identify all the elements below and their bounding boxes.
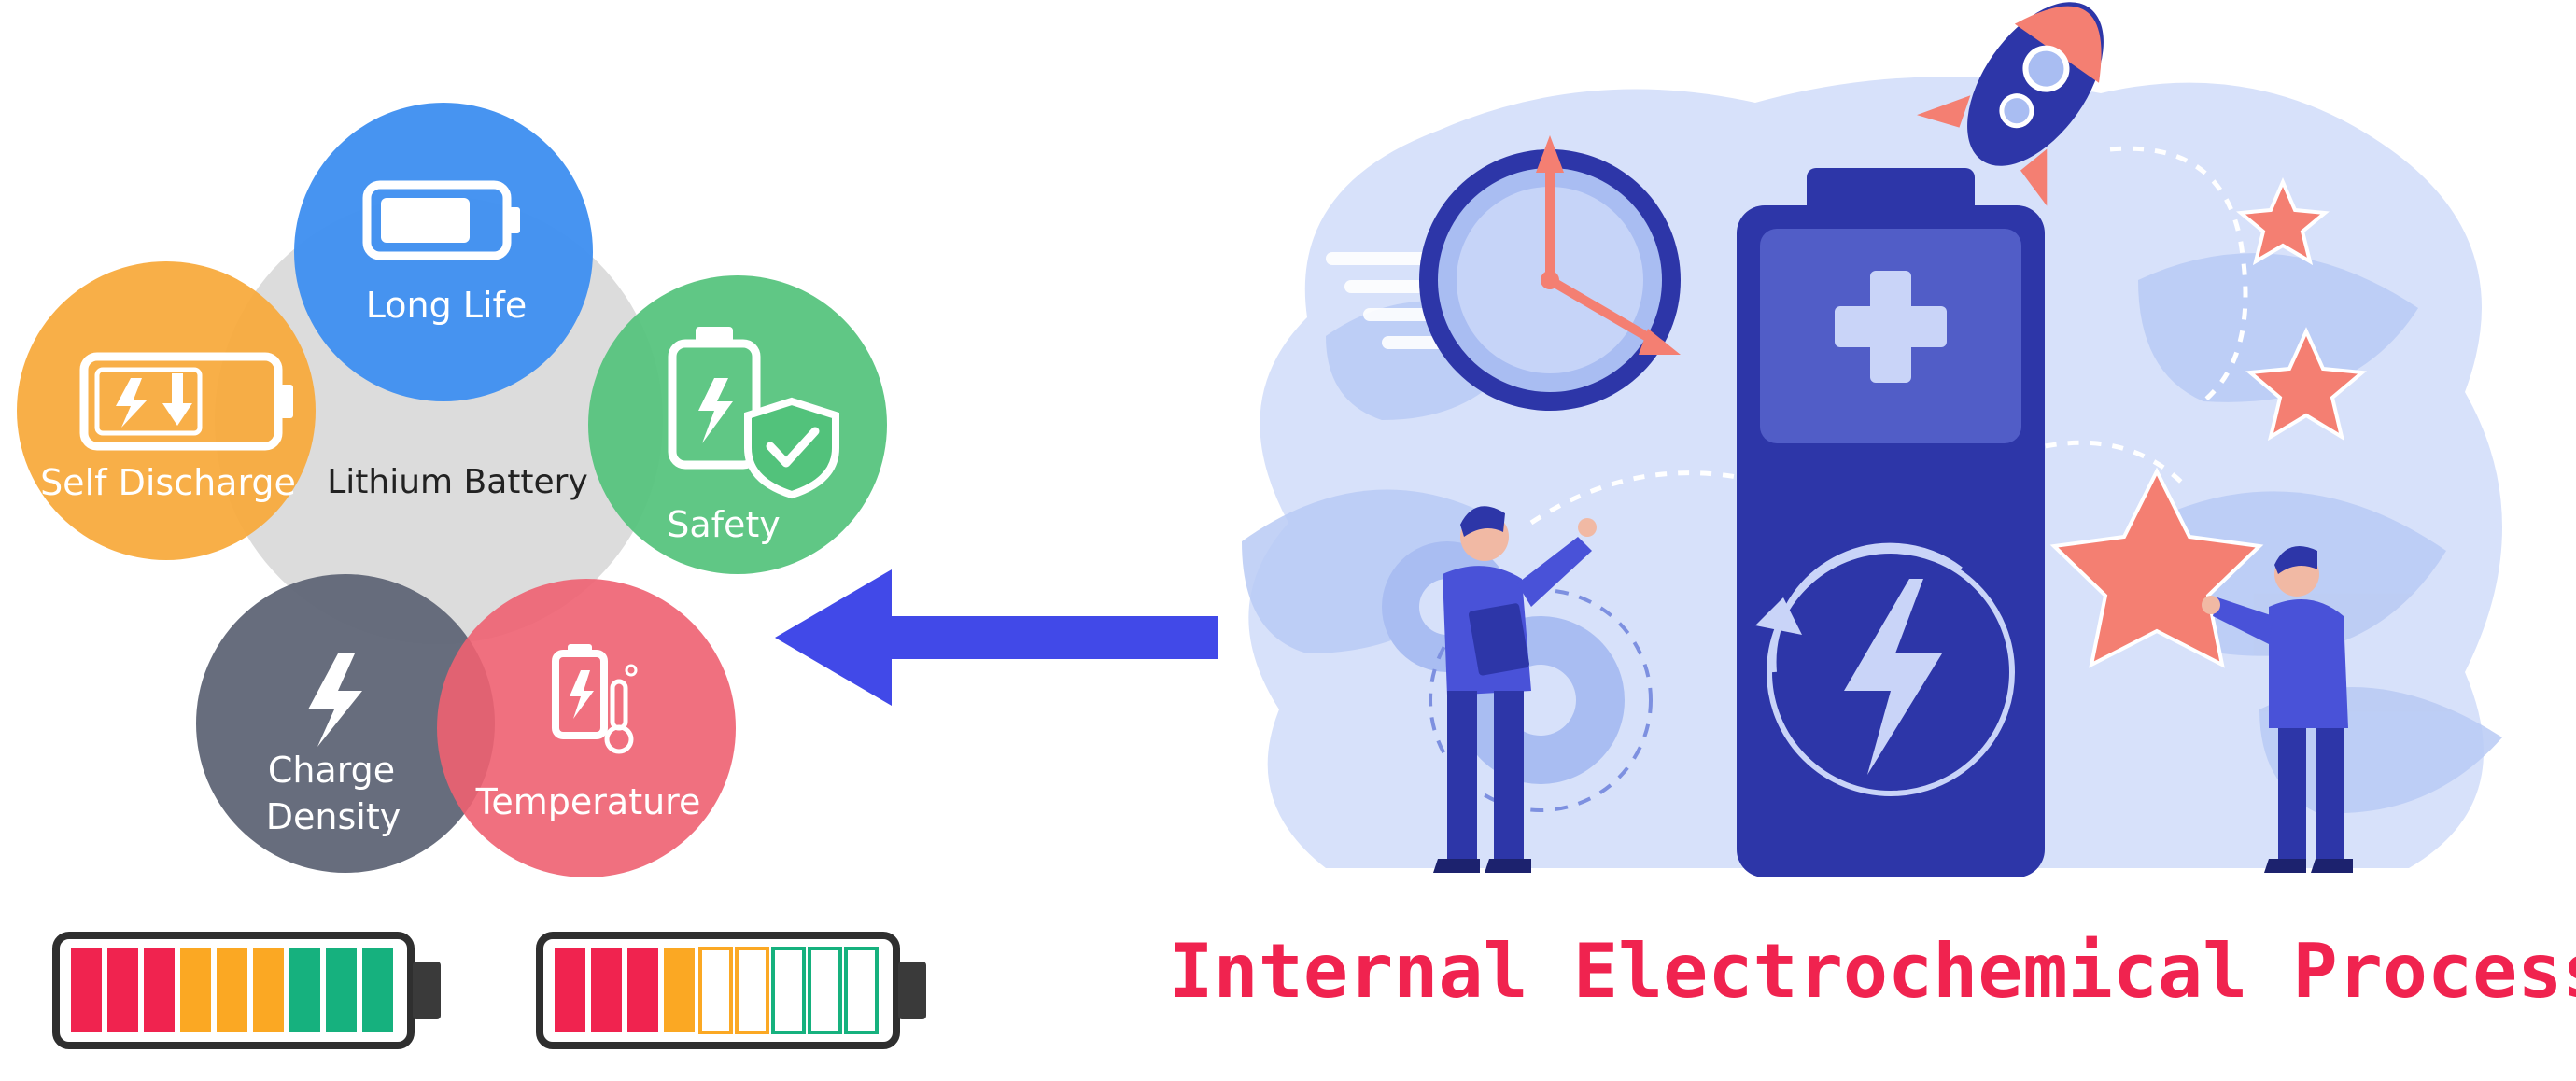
feature-safety: Safety [588,275,887,574]
feature-self-discharge: Self Discharge [17,261,316,560]
gauge-segment-filled [180,948,211,1032]
battery-icon [362,180,520,260]
gauge-segment-filled [253,948,284,1032]
plus-icon [1835,271,1947,383]
gauge-segment-filled [144,948,175,1032]
feature-label-safety: Safety [667,504,781,545]
lightning-icon [308,653,362,747]
gauge-segment-filled [664,948,695,1032]
gauge-segment-filled [627,948,658,1032]
gauge-segment-filled [362,948,393,1032]
person-holding-star [2202,546,2353,873]
center-label: Lithium Battery [327,463,588,501]
big-battery [1737,168,2045,877]
gauge-segment-filled [326,948,357,1032]
feature-long-life: Long Life [294,103,593,401]
gauge-segment-empty [844,947,879,1034]
clock-icon [1326,135,1681,411]
feature-label-long-life: Long Life [366,285,528,326]
battery-gauge-full [52,932,441,1049]
feature-label-self-discharge: Self Discharge [40,462,296,503]
battery-thermometer-icon [552,644,638,754]
lightning-icon [1844,579,1942,775]
left-arrow [775,569,1218,706]
gauge-segment-filled [71,948,102,1032]
dashed-path [2109,146,2248,403]
person-with-clipboard [1433,506,1597,873]
dashed-path [1529,440,2187,526]
battery-shield-icon [668,327,839,499]
gauge-segment-empty [698,947,733,1034]
battery-gauge-partial [536,932,926,1049]
gauge-segment-filled [289,948,320,1032]
gauge-segment-filled [591,948,622,1032]
caption-title: Internal Electrochemical Process [1168,928,2576,1015]
gauge-segment-filled [107,948,138,1032]
gauge-segment-filled [217,948,247,1032]
gauge-segments [555,947,879,1034]
star-icon [2049,176,2367,668]
gauge-segment-empty [735,947,769,1034]
electrochemical-illustration [1242,2,2502,877]
battery-discharge-icon [79,352,293,451]
rocket-icon [1917,2,2104,206]
gauge-segment-empty [808,947,842,1034]
gauge-segments [71,948,393,1032]
gauge-segment-empty [771,947,806,1034]
gauge-segment-filled [555,948,585,1032]
feature-temperature: Temperature [437,579,736,877]
feature-cluster: Long Life Safety [17,103,887,877]
feature-label-charge-density-line1: Charge [268,750,395,791]
feature-label-temperature: Temperature [475,781,701,822]
feature-label-charge-density-line2: Density [266,796,401,837]
feature-charge-density: Charge Density [196,574,495,873]
